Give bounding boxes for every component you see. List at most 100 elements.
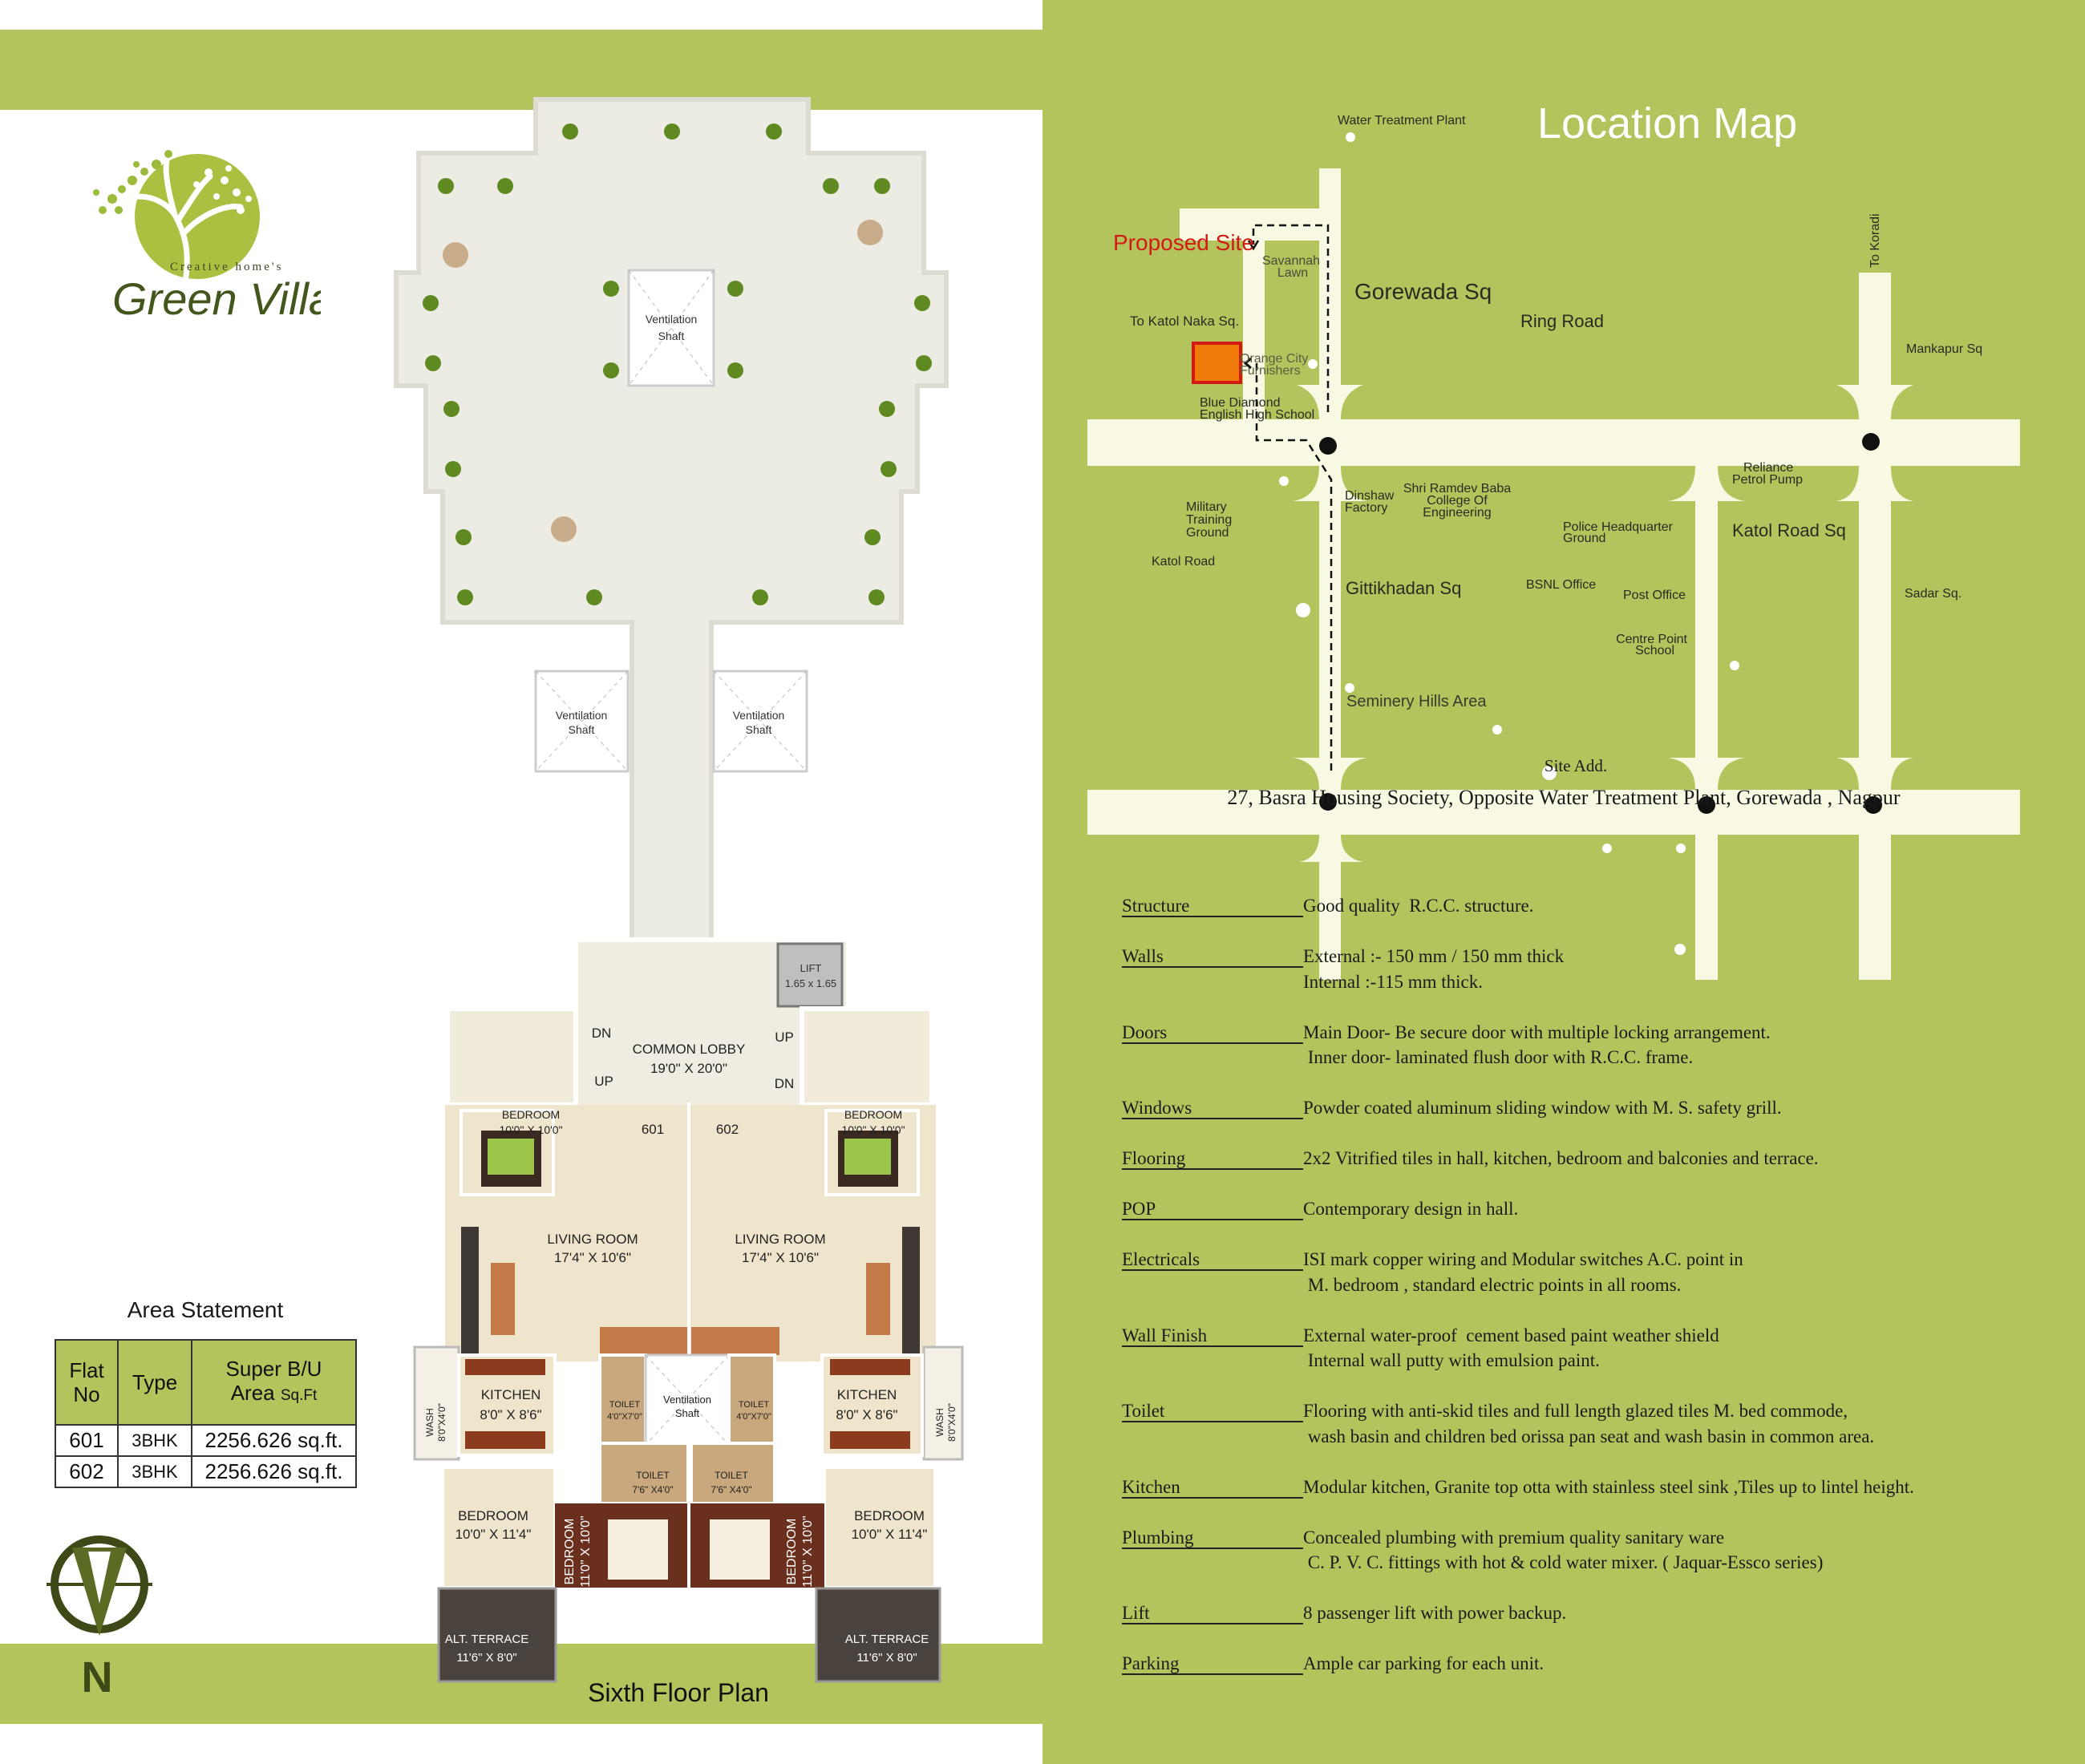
square-dot-icon	[1698, 796, 1715, 814]
header-unit: Sq.Ft	[280, 1387, 318, 1404]
staircase-left	[445, 1006, 578, 1107]
spec-label: Wall Finish	[1122, 1323, 1303, 1347]
spec-line: Contemporary design in hall.	[1303, 1199, 1519, 1219]
terrace-label: ALT. TERRACE	[845, 1633, 929, 1646]
sofa-icon	[691, 1327, 779, 1355]
map-label: Reliance	[1743, 461, 1793, 475]
map-label: BSNL Office	[1526, 578, 1596, 592]
map-label: Engineering	[1423, 506, 1491, 520]
floor-plan-panel: Creative home's Green Villa Ventilation …	[0, 0, 1042, 1764]
cell-flat: 602	[55, 1455, 119, 1488]
sofa-icon	[866, 1263, 890, 1335]
cell-type: 3BHK	[117, 1455, 192, 1488]
stair-up-label: UP	[775, 1030, 794, 1045]
spec-value: Flooring with anti-skid tiles and full l…	[1303, 1398, 1874, 1449]
cell-area: 2256.626 sq.ft.	[191, 1455, 357, 1488]
map-label: Water Treatment Plant	[1338, 114, 1466, 127]
spec-value: Contemporary design in hall.	[1303, 1196, 1518, 1222]
map-label: Mankapur Sq	[1906, 342, 1982, 356]
map-label: Katol Road	[1152, 555, 1215, 568]
spec-label: Windows	[1122, 1095, 1303, 1119]
green-villa-logo: Creative home's Green Villa	[93, 150, 321, 324]
map-label: College Of	[1427, 494, 1488, 508]
cell-flat: 601	[55, 1424, 119, 1457]
map-label: Furnishers	[1240, 364, 1301, 378]
spec-line: Internal :-115 mm thick.	[1303, 971, 1483, 992]
map-label: Seminery Hills Area	[1346, 693, 1487, 710]
spec-value: Powder coated aluminum sliding window wi…	[1303, 1095, 1782, 1121]
spec-label: POP	[1122, 1196, 1303, 1220]
map-label: Orange City	[1240, 352, 1308, 366]
living-room-label: LIVING ROOM	[547, 1232, 638, 1247]
map-label: Lawn	[1277, 266, 1308, 280]
spec-value: External water-proof cement based paint …	[1303, 1323, 1719, 1374]
wash-left	[413, 1345, 460, 1461]
ventilation-shaft-top: Ventilation Shaft	[627, 269, 715, 387]
shaft-label: Ventilation	[556, 709, 608, 722]
kitchen-label: KITCHEN	[837, 1387, 897, 1402]
shaft-label: Shaft	[746, 723, 772, 736]
terrace-plants	[423, 123, 932, 605]
header-text: Area	[230, 1381, 275, 1405]
map-label: To Koradi	[1868, 213, 1882, 268]
area-statement-title: Area Statement	[127, 1297, 284, 1322]
sixth-floor-plan: Ventilation Shaft Ventilation Shaft Vent…	[47, 97, 964, 1707]
toilet-size: 7'6" X4'0"	[632, 1484, 673, 1495]
alt-terrace-left	[437, 1587, 557, 1683]
map-label: School	[1635, 644, 1674, 657]
landmark-dot-icon	[1279, 476, 1289, 486]
wash-label: WASH	[934, 1408, 945, 1437]
lift-size: 1.65 x 1.65	[785, 977, 836, 989]
kitchen-size: 8'0" X 8'6"	[480, 1407, 541, 1422]
map-label: Police Headquarter	[1563, 520, 1674, 534]
gorewada-road	[1319, 168, 1341, 980]
spec-line: Modular kitchen, Granite top otta with s…	[1303, 1476, 1914, 1497]
landmark-dot-icon	[1346, 132, 1355, 142]
header-text: No	[73, 1382, 100, 1406]
spec-value: Modular kitchen, Granite top otta with s…	[1303, 1475, 1914, 1500]
toilet-size: 4'0"X7'0"	[736, 1412, 771, 1422]
spec-line: wash basin and children bed orissa pan s…	[1303, 1426, 1875, 1446]
master-bedroom-label: BEDROOM	[563, 1519, 577, 1585]
route-arrow-icon	[1243, 357, 1252, 370]
map-label: Ground	[1563, 532, 1605, 545]
map-label: To Katol Naka Sq.	[1130, 314, 1239, 329]
counter	[465, 1359, 545, 1375]
header-text: Super B/U	[225, 1357, 322, 1381]
landmark-dot-icon	[1730, 661, 1739, 670]
map-label: Petrol Pump	[1732, 473, 1803, 487]
floor-plan-title: Sixth Floor Plan	[588, 1678, 769, 1707]
wall-panel	[902, 1227, 920, 1355]
location-map: Location Map Water Treatment Plant Propo…	[1087, 99, 2020, 980]
bedroom-right	[823, 1466, 937, 1589]
shaft-label: Ventilation	[663, 1394, 711, 1406]
spec-label: Flooring	[1122, 1146, 1303, 1170]
spec-line: Concealed plumbing with premium quality …	[1303, 1527, 1725, 1548]
map-label: Savannah	[1262, 254, 1320, 268]
map-label: Gittikhadan Sq	[1346, 578, 1461, 598]
terrace-seating	[443, 220, 883, 542]
site-address: 27, Basra Housing Society, Opposite Wate…	[1227, 786, 1901, 809]
wall-panel	[461, 1227, 479, 1355]
route-arrow-icon	[1247, 240, 1260, 251]
flat-601-label: 601	[642, 1122, 664, 1137]
north-label: N	[82, 1653, 113, 1701]
spec-value: Main Door- Be secure door with multiple …	[1303, 1020, 1771, 1070]
spec-line: 8 passenger lift with power backup.	[1303, 1603, 1567, 1623]
square-markers	[1319, 433, 1882, 814]
spec-line: External water-proof cement based paint …	[1303, 1325, 1719, 1345]
toilet-label: TOILET	[715, 1470, 748, 1481]
kitchen-size: 8'0" X 8'6"	[836, 1407, 897, 1422]
